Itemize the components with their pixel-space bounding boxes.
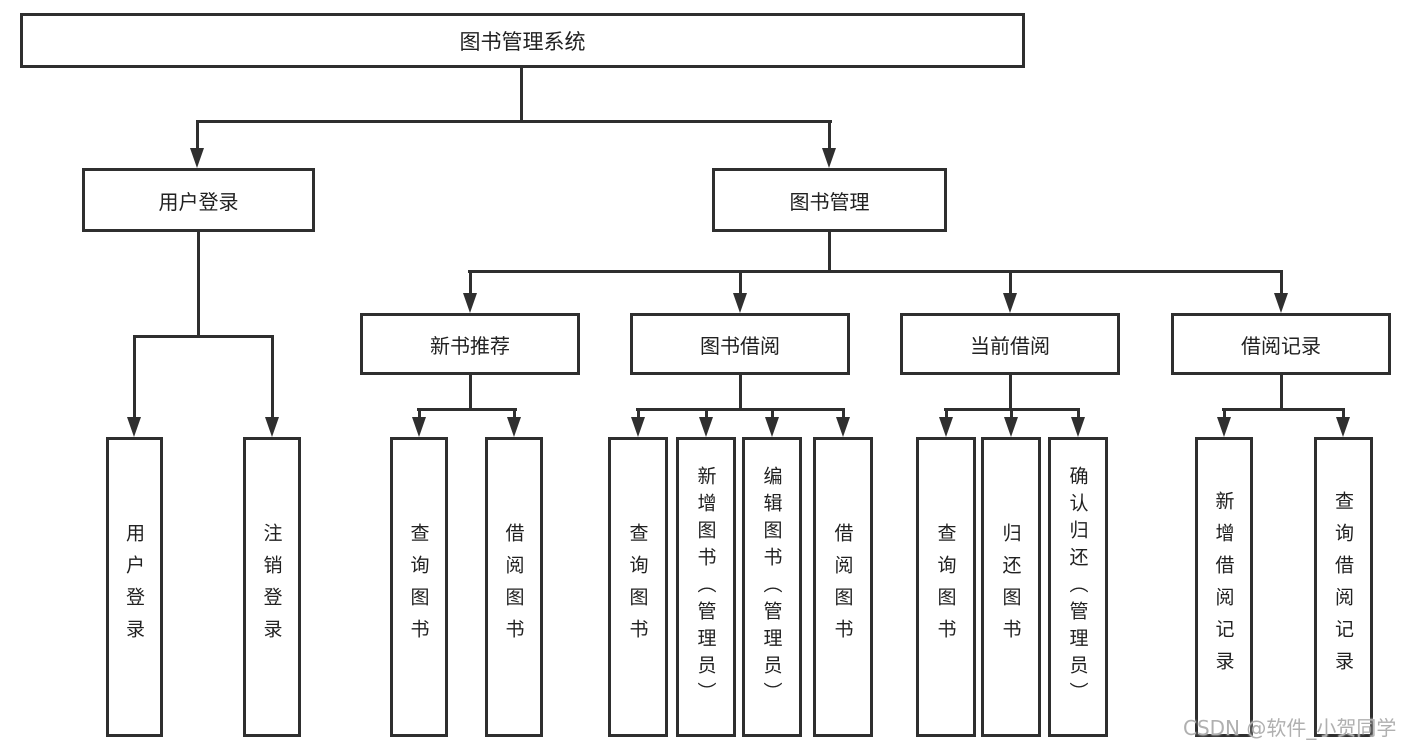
arrow-down-icon [733,293,747,313]
edge-leaf-stub [1010,408,1013,420]
leaf-borrow-books: 借阅图书 [813,437,873,737]
leaf-query-borrow-record: 查询借阅记录 [1314,437,1373,737]
edge-current-borrow-trunk [1009,375,1012,409]
arrow-down-icon [1004,417,1018,437]
node-user-login-label: 用户登录 [158,189,239,214]
edge-book-mgmt-trunk [828,232,831,272]
arrow-down-icon [1336,417,1350,437]
edge-leaf-stub [945,408,948,420]
leaf-query-books: 查询图书 [390,437,448,737]
arrow-down-icon [265,417,279,437]
leaf-edit-books-admin: 编辑图书（管理员） [742,437,802,737]
edge-leaf-stub [513,408,516,420]
edge-book-borrow-rail [636,408,845,411]
node-library-system-label: 图书管理系统 [459,29,586,54]
arrow-down-icon [765,417,779,437]
edge-to-borrow-records [1280,270,1283,295]
node-user-login: 用户登录 [82,168,315,232]
arrow-down-icon [1217,417,1231,437]
node-new-books-label: 新书推荐 [430,333,510,358]
edge-leaf-stub [1342,408,1345,420]
edge-root-rail [196,120,832,123]
arrow-down-icon [822,148,836,168]
edge-leaf-stub [705,408,708,420]
arrow-down-icon [836,417,850,437]
node-book-mgmt-label: 图书管理 [789,189,870,214]
csdn-watermark: CSDN @软件_小贺同学 [1183,716,1397,740]
edge-user-login-trunk [197,232,200,336]
edge-to-new-books [469,270,472,295]
edge-to-current-borrow [1009,270,1012,295]
edge-leaf-stub [1077,408,1080,420]
arrow-down-icon [631,417,645,437]
node-book-borrow: 图书借阅 [630,313,850,375]
edge-leaf-stub [418,408,421,420]
edge-leaf-stub [1223,408,1226,420]
edge-leaf-stub [637,408,640,420]
node-book-borrow-label: 图书借阅 [700,333,780,358]
arrow-down-icon [1274,293,1288,313]
arrow-down-icon [190,148,204,168]
arrow-down-icon [412,417,426,437]
edge-root-trunk [520,68,523,121]
edge-to-user-login [196,120,199,150]
arrow-down-icon [463,293,477,313]
leaf-confirm-return-admin: 确认归还（管理员） [1048,437,1108,737]
edge-user-login-rail [133,335,274,338]
edge-to-book-borrow [739,270,742,295]
edge-new-books-rail [417,408,517,411]
arrow-down-icon [507,417,521,437]
node-book-mgmt: 图书管理 [712,168,947,232]
node-borrow-records: 借阅记录 [1171,313,1391,375]
node-new-books: 新书推荐 [360,313,580,375]
node-current-borrow-label: 当前借阅 [970,333,1050,358]
edge-book-borrow-trunk [739,375,742,409]
arrow-down-icon [939,417,953,437]
edge-book-mgmt-rail [468,270,1282,273]
leaf-logout: 注销登录 [243,437,301,737]
node-current-borrow: 当前借阅 [900,313,1120,375]
leaf-borrow-books: 借阅图书 [485,437,543,737]
edge-leaf-stub [842,408,845,420]
arrow-down-icon [699,417,713,437]
leaf-query-books: 查询图书 [608,437,668,737]
node-borrow-records-label: 借阅记录 [1241,333,1321,358]
leaf-return-books: 归还图书 [981,437,1041,737]
arrow-down-icon [127,417,141,437]
leaf-query-books: 查询图书 [916,437,976,737]
edge-leaf-stub [771,408,774,420]
node-library-system: 图书管理系统 [20,13,1025,68]
leaf-add-books-admin: 新增图书（管理员） [676,437,736,737]
edge-to-leaf-login [133,335,136,420]
edge-to-book-mgmt [828,120,831,150]
edge-to-leaf-logout [271,335,274,420]
arrow-down-icon [1071,417,1085,437]
edge-borrow-records-trunk [1280,375,1283,409]
edge-borrow-records-rail [1222,408,1345,411]
leaf-user-login: 用户登录 [106,437,163,737]
arrow-down-icon [1003,293,1017,313]
leaf-add-borrow-record: 新增借阅记录 [1195,437,1253,737]
edge-new-books-trunk [469,375,472,409]
